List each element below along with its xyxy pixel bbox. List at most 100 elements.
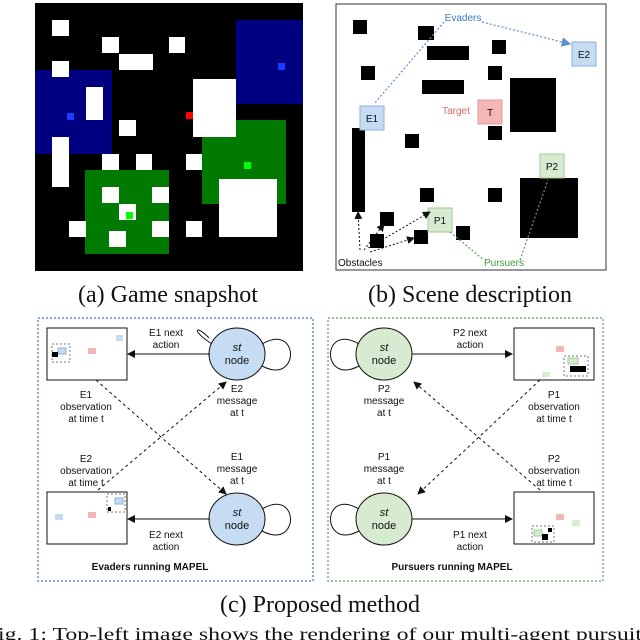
e2-observation-line3: at time t [68, 478, 104, 489]
p2-observation-line3: at time t [536, 478, 572, 489]
p2-message-line2: message [364, 396, 405, 407]
evaders-link-e2 [481, 21, 572, 47]
pursuer-node-bottom-loop [330, 503, 360, 536]
e2-obs-target [88, 512, 96, 518]
p1-message-line3: at t [377, 476, 391, 487]
pursuer-box-p2-label: P2 [546, 162, 559, 173]
e1-next-action-line1: E1 next [149, 328, 183, 339]
pursuer-node-bottom-word: node [372, 520, 396, 532]
p2-observation-frame [513, 491, 595, 545]
p1-message-line2: message [364, 464, 405, 475]
p2-observation-arrow [413, 381, 541, 491]
pursuer-node-top [355, 327, 413, 381]
evader-node-bottom-word: node [225, 520, 249, 532]
e1-next-action-line2: action [153, 340, 180, 351]
pursuer-agent-1 [244, 162, 251, 169]
evader-node-top-loop-left [196, 329, 213, 345]
evaders-label: Evaders [445, 13, 482, 24]
p1-next-action-line1: P1 next [453, 530, 487, 541]
p2-next-action-line1: P2 next [453, 328, 487, 339]
e2-next-action-line1: E2 next [149, 530, 183, 541]
p1-observation-line3: at time t [536, 414, 572, 425]
e1-message-line2: message [217, 464, 258, 475]
e2-next-action-line2: action [153, 542, 180, 553]
evader-agent-1 [67, 113, 74, 120]
target-box-label: T [487, 108, 493, 119]
evader-box-e1-label: E1 [366, 114, 379, 125]
pursuer-box-p1-label: P1 [434, 216, 447, 227]
evader-node-top-loop [261, 338, 291, 371]
pursuer-node-top-st: st [380, 342, 390, 354]
evader-node-top-word: node [225, 355, 249, 367]
e1-obs-other [116, 335, 123, 341]
caption-c: (c) Proposed method [220, 592, 420, 618]
e2-message-line2: message [217, 396, 258, 407]
e2-observation-line2: observation [60, 466, 112, 477]
pursuers-label: Pursuers [484, 258, 524, 269]
e1-message-line1: E1 [231, 452, 244, 463]
pursuers-footer: Pursuers running MAPEL [391, 562, 512, 573]
p2-next-action-line2: action [457, 340, 484, 351]
evader-box-e2 [571, 41, 597, 67]
e2-obs-other [55, 514, 63, 520]
e1-observation-arrow [95, 379, 227, 495]
p2-obs-obstacle-2 [548, 528, 552, 532]
p1-observation-line2: observation [528, 402, 580, 413]
evader-node-top-st: st [233, 342, 243, 354]
scene-obstacles [352, 20, 578, 248]
evader-box-e1 [359, 105, 385, 131]
e2-obs-self [114, 497, 124, 505]
pursuer-node-top-loop [330, 338, 360, 371]
evader-node-bottom-st: st [233, 507, 243, 519]
evaders-panel-border [37, 317, 314, 582]
pursuer-box-p1 [427, 207, 453, 233]
pursuer-node-top-word: node [372, 355, 396, 367]
pursuers-panel-border [327, 317, 604, 582]
evader-node-bottom [208, 492, 266, 546]
figure-caption-fragment: ig. 1: Top-left image shows the renderin… [0, 624, 640, 640]
p1-obs-other [542, 372, 550, 377]
pursuer-agent-2 [126, 212, 133, 219]
pursuer-box-p2 [539, 153, 565, 179]
evaders-link-e1 [373, 21, 445, 105]
p1-observation-frame [513, 327, 595, 381]
p1-obs-self [567, 357, 579, 365]
target-label: Target [442, 106, 470, 117]
pursuers-panel: st node st node P2 next action P2 messag… [327, 317, 604, 582]
p1-observation-line1: P1 [548, 390, 561, 401]
evader-node-bottom-loop [261, 503, 291, 536]
e1-observation-line1: E1 [80, 390, 93, 401]
caption-a: (a) Game snapshot [78, 282, 258, 308]
game-obstacles [52, 20, 277, 247]
p2-obs-other [572, 520, 580, 526]
p2-observation-line2: observation [528, 466, 580, 477]
p2-obs-region [531, 525, 555, 543]
pursuer-node-bottom [355, 492, 413, 546]
e1-message-line3: at t [230, 476, 244, 487]
e1-obs-target [88, 348, 96, 354]
pursuers-link-p1 [449, 231, 485, 261]
e2-observation-line1: E2 [80, 454, 93, 465]
p2-message-line3: at t [377, 408, 391, 419]
e1-obs-self [57, 347, 67, 355]
pursuer-node-bottom-st: st [380, 507, 390, 519]
e1-obs-obstacle [52, 352, 58, 357]
evader-node-top [208, 327, 266, 381]
evader-agent-2 [278, 63, 285, 70]
evader-box-e2-label: E2 [578, 50, 591, 61]
e1-observation-line3: at time t [68, 414, 104, 425]
e2-message-line3: at t [230, 408, 244, 419]
p2-obs-obstacle-1 [542, 534, 548, 540]
p1-observation-arrow [417, 379, 541, 495]
p1-obs-region [563, 355, 589, 377]
p2-observation-line1: P2 [548, 454, 561, 465]
evader-zone-top-right [236, 20, 303, 104]
p2-message-line1: P2 [378, 384, 391, 395]
p1-next-action-line2: action [457, 542, 484, 553]
p2-obs-target [556, 514, 564, 520]
target-agent [186, 112, 193, 119]
target-box [477, 99, 503, 125]
e2-obs-region [106, 493, 126, 513]
evaders-panel: st node st node E1 next action E2 messag… [37, 317, 314, 582]
